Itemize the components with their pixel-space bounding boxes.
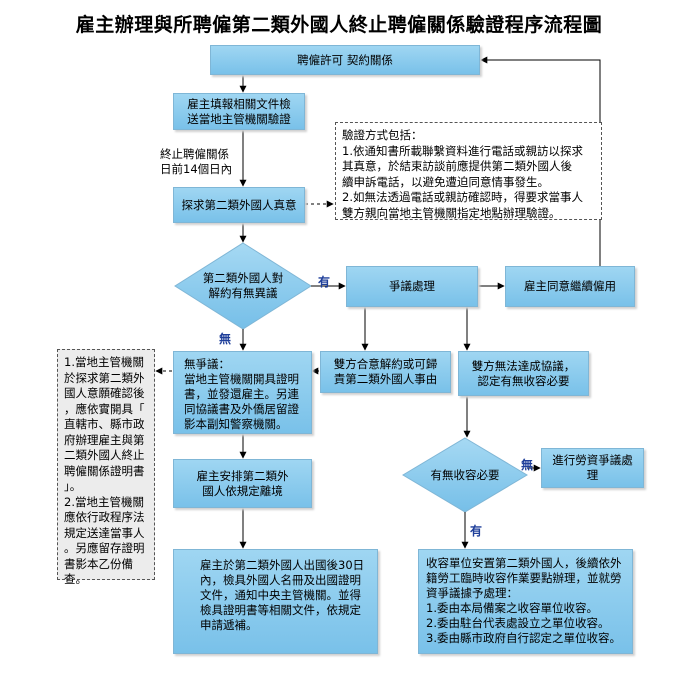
dispute-label: 爭議處理 — [389, 279, 435, 293]
shelter-box: 收容單位安置第二類外國人，後續依外籍勞工臨時收容作業要點辦理，並就勞資爭議據予處… — [418, 549, 633, 654]
yes-dispute-label: 有 — [318, 275, 331, 289]
certificate-note: 1.當地主管機關 於探求第二類外 國人意願確認後 ，應依實開具「 直轄市、縣市政… — [57, 349, 155, 586]
deadline-label: 終止聘僱關係 日前14個日內 — [160, 147, 233, 176]
verification-method-note: 驗證方式包括： 1.依通知書所載聯繫資料進行電話或親訪以探求 其真意，於結束訪談… — [335, 122, 602, 220]
arrange-leave-box: 雇主安排第二類外 國人依規定離境 — [173, 459, 312, 508]
continue-hire-label: 雇主同意繼續僱用 — [524, 279, 616, 293]
labor-dispute-label: 進行勞資爭議處理 — [552, 453, 633, 482]
after-exit-label: 雇主於第二類外國人出國後30日內，檢具外國人名冊及出國證明文件，通知中央主管機關… — [200, 558, 365, 632]
question-label: 第二類外國人對 解約有無異議 — [202, 271, 284, 300]
start-label: 聘僱許可 契約關係 — [297, 52, 393, 67]
page-title: 雇主辦理與所聘僱第二類外國人終止聘僱關係驗證程序流程圖 — [75, 14, 603, 36]
agree-terminate-box: 雙方合意解約或可歸 責第二類外國人事由 — [320, 351, 451, 393]
report-label: 雇主填報相關文件檢 送當地主管機關驗證 — [187, 96, 291, 126]
continue-hire-box: 雇主同意繼續僱用 — [505, 266, 635, 307]
start-box: 聘僱許可 契約關係 — [210, 45, 480, 75]
yes-shelter-label: 有 — [470, 524, 483, 538]
no-dispute-label: 無爭議： 當地主管機關開具證明書，並發還雇主。另連同協議書及外僑居留證影本副知警… — [184, 357, 299, 431]
shelter-question-label: 有無收容必要 — [430, 467, 500, 482]
arrange-leave-label: 雇主安排第二類外 國人依規定離境 — [196, 468, 289, 498]
no-dispute-branch-label: 無 — [219, 332, 232, 346]
labor-dispute-box: 進行勞資爭議處理 — [541, 448, 644, 488]
no-shelter-label: 無 — [521, 458, 534, 472]
report-box: 雇主填報相關文件檢 送當地主管機關驗證 — [173, 93, 305, 130]
agree-terminate-label: 雙方合意解約或可歸 責第二類外國人事由 — [333, 357, 438, 386]
dispute-box: 爭議處理 — [346, 266, 478, 307]
no-dispute-box: 無爭議： 當地主管機關開具證明書，並發還雇主。另連同協議書及外僑居留證影本副知警… — [173, 351, 312, 434]
interview-box: 探求第二類外國人真意 — [173, 187, 305, 223]
interview-label: 探求第二類外國人真意 — [181, 197, 297, 212]
shelter-label: 收容單位安置第二類外國人，後續依外籍勞工臨時收容作業要點辦理，並就勞資爭議據予處… — [426, 556, 622, 645]
after-exit-box: 雇主於第二類外國人出國後30日內，檢具外國人名冊及出國證明文件，通知中央主管機關… — [173, 549, 378, 654]
no-agreement-label: 雙方無法達成協議， 認定有無收容必要 — [471, 358, 576, 388]
no-agreement-box: 雙方無法達成協議， 認定有無收容必要 — [458, 351, 589, 396]
